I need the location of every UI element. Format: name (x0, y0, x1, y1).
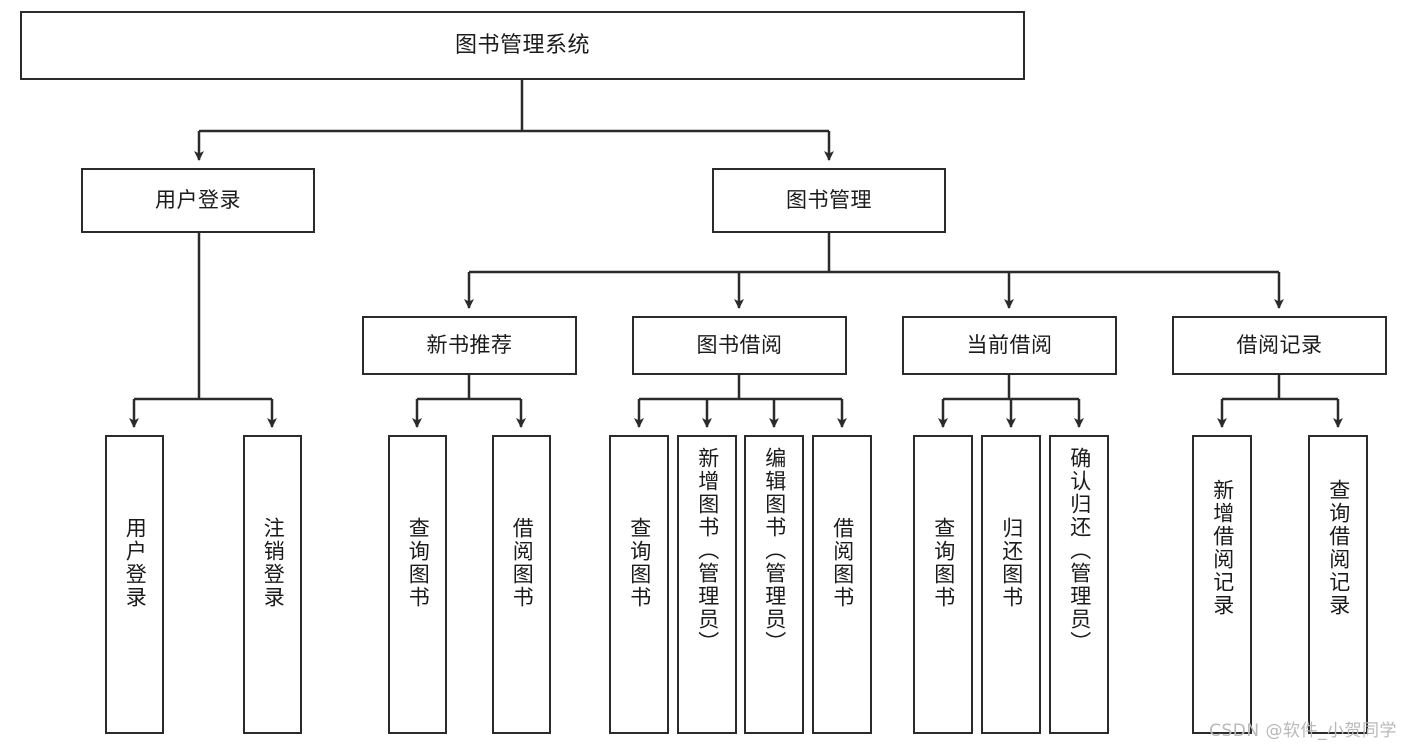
node-label: 图书管理系统 (454, 32, 590, 58)
node-label: 当前借阅 (966, 333, 1053, 358)
node-label: 确认归还（管理员） (1067, 447, 1092, 654)
node-book-borrow[interactable]: 图书借阅 (632, 316, 847, 375)
leaf-new-book-query[interactable]: 查询图书 (388, 435, 447, 734)
node-label: 用户登录 (155, 188, 241, 213)
node-label: 借阅图书 (510, 517, 535, 609)
leaf-user-login-logout[interactable]: 注销登录 (243, 435, 302, 734)
leaf-book-borrow-query[interactable]: 查询图书 (609, 435, 669, 734)
node-label: 借阅记录 (1236, 333, 1323, 358)
node-label: 注销登录 (261, 517, 286, 609)
node-new-book-recommend[interactable]: 新书推荐 (362, 316, 577, 375)
node-borrow-record[interactable]: 借阅记录 (1172, 316, 1387, 375)
node-label: 借阅图书 (830, 517, 855, 609)
leaf-user-login-login[interactable]: 用户登录 (105, 435, 164, 734)
leaf-book-borrow-add[interactable]: 新增图书（管理员） (677, 435, 737, 734)
leaf-current-borrow-query[interactable]: 查询图书 (913, 435, 973, 734)
leaf-borrow-record-add[interactable]: 新增借阅记录 (1192, 435, 1252, 734)
node-label: 归还图书 (999, 517, 1024, 609)
node-label: 用户登录 (123, 517, 148, 609)
csdn-watermark: CSDN @软件_小贺同学 (1209, 721, 1397, 741)
node-label: 查询图书 (627, 517, 652, 609)
node-root-book-management-system[interactable]: 图书管理系统 (20, 11, 1025, 80)
leaf-current-borrow-return[interactable]: 归还图书 (981, 435, 1041, 734)
leaf-borrow-record-query[interactable]: 查询借阅记录 (1308, 435, 1368, 734)
node-label: 新增借阅记录 (1210, 479, 1235, 617)
node-label: 编辑图书（管理员） (762, 447, 787, 654)
node-user-login[interactable]: 用户登录 (81, 168, 315, 233)
node-current-borrow[interactable]: 当前借阅 (902, 316, 1117, 375)
node-label: 新书推荐 (426, 333, 513, 358)
node-book-management[interactable]: 图书管理 (712, 168, 946, 233)
node-label: 查询借阅记录 (1326, 479, 1351, 617)
node-label: 新增图书（管理员） (695, 447, 720, 654)
leaf-book-borrow-edit[interactable]: 编辑图书（管理员） (744, 435, 804, 734)
node-label: 查询图书 (406, 517, 431, 609)
leaf-current-borrow-confirm[interactable]: 确认归还（管理员） (1049, 435, 1109, 734)
leaf-book-borrow-borrow[interactable]: 借阅图书 (812, 435, 872, 734)
node-label: 图书管理 (786, 188, 872, 213)
leaf-new-book-borrow[interactable]: 借阅图书 (492, 435, 551, 734)
node-label: 查询图书 (931, 517, 956, 609)
node-label: 图书借阅 (696, 333, 783, 358)
